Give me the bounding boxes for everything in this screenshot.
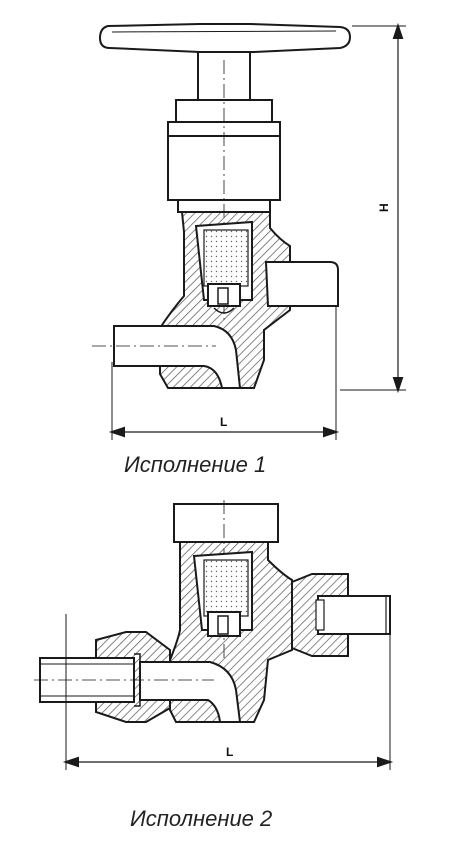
outlet-pipe <box>264 261 339 307</box>
figure-1-length-label: L <box>220 415 227 429</box>
figure-1-valve <box>92 22 406 440</box>
figure-2-caption: Исполнение 2 <box>130 806 273 831</box>
figure-2-length-label: L <box>226 745 233 759</box>
bonnet-2 <box>173 503 279 543</box>
handwheel <box>98 23 352 53</box>
inlet-passage <box>113 325 242 389</box>
figure-1-height-label: H <box>377 203 391 212</box>
figure-2-valve <box>34 500 394 770</box>
figure-1-caption: Исполнение 1 <box>124 452 267 477</box>
